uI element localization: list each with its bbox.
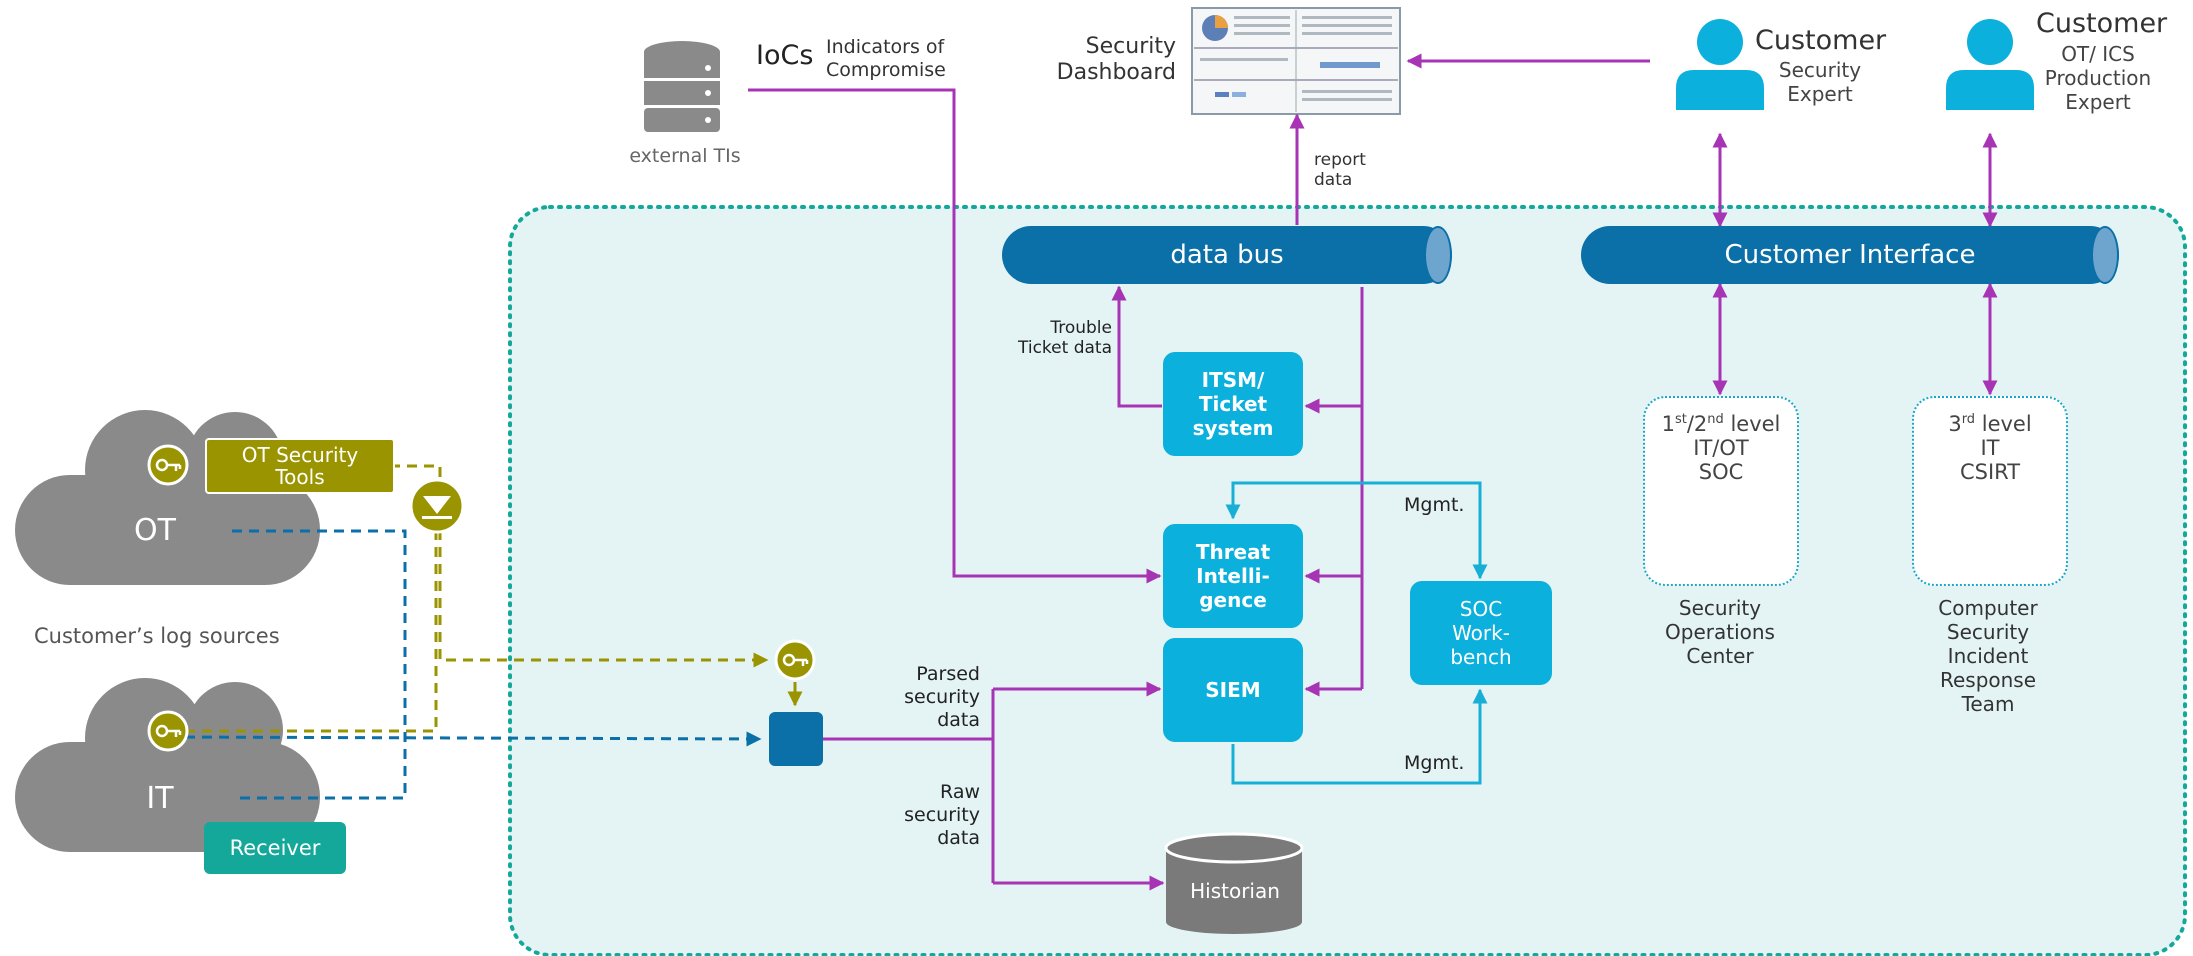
soc-team-line2: IT/OT (1693, 436, 1749, 461)
siem: SIEM (1163, 638, 1303, 742)
database-icon (644, 41, 720, 132)
csirt-team-caption: Computer Security Incident Response Team (1938, 596, 2038, 716)
data-bus-label: data bus (1170, 240, 1284, 270)
csirt-team-line2: IT (1980, 436, 2000, 461)
soc-area (508, 205, 2187, 956)
customer-role: Security Expert (1778, 58, 1862, 106)
parsed-data-label: Parsed security data (904, 663, 980, 732)
mgmt-label-bottom: Mgmt. (1404, 752, 1465, 774)
historian-label: Historian (1190, 879, 1280, 903)
ot-dashed-link (168, 464, 803, 733)
bus-end-cap (1424, 226, 1452, 284)
collector-node (769, 712, 823, 766)
csirt-team-level: 3rd level (1948, 412, 2032, 436)
mgmt-label-top: Mgmt. (1404, 494, 1465, 516)
soc-team-level: 1st/2nd level (1661, 412, 1781, 436)
purple-links (748, 53, 1998, 891)
key-icon (147, 444, 189, 486)
receiver-box: Receiver (204, 822, 346, 874)
soc-team-line3: SOC (1698, 460, 1744, 485)
trouble-ticket-label: Trouble Ticket data (1018, 318, 1112, 359)
cloud-it (15, 678, 320, 852)
it-dashed-link (167, 529, 762, 800)
threat-intelligence: Threat Intelli- gence (1163, 524, 1303, 628)
customer-title: Customer (1755, 25, 1887, 56)
key-icon (774, 639, 816, 681)
ot-cloud-label: OT (134, 513, 176, 548)
report-data-label: report data (1314, 150, 1366, 191)
person-icon (1676, 19, 1764, 110)
customer-interface-bus: Customer Interface (1581, 226, 2119, 284)
cyan-links (1225, 481, 1488, 785)
key-icon (147, 710, 189, 752)
dashboard-thumbnail (1191, 7, 1401, 115)
external-tis-label: external TIs (629, 145, 741, 167)
ot-security-tools: OT Security Tools (205, 438, 395, 494)
dashboard-label: Security Dashboard (1056, 34, 1176, 86)
csirt-team-card: 3rd level IT CSIRT (1912, 396, 2068, 586)
person-icon (1946, 19, 2034, 110)
customer-interface-label: Customer Interface (1724, 240, 1976, 270)
data-diode-icon (409, 478, 465, 534)
csirt-team-labels: 3rd level IT CSIRT (1914, 412, 2066, 484)
it-cloud-label: IT (146, 781, 174, 816)
data-bus: data bus (1002, 226, 1452, 284)
soc-team-labels: 1st/2nd level IT/OT SOC (1645, 412, 1797, 484)
customer-role: OT/ ICS Production Expert (2044, 42, 2152, 114)
cloud-ot (15, 410, 320, 585)
log-sources-caption: Customer’s log sources (34, 624, 280, 648)
soc-team-caption: Security Operations Center (1665, 596, 1775, 668)
itsm-ticket-system: ITSM/ Ticket system (1163, 352, 1303, 456)
historian-cylinder (1164, 832, 1304, 934)
csirt-team-line3: CSIRT (1959, 460, 2021, 485)
iocs-description: Indicators of Compromise (826, 36, 946, 82)
soc-team-card: 1st/2nd level IT/OT SOC (1643, 396, 1799, 586)
soc-workbench: SOC Work- bench (1410, 581, 1552, 685)
raw-data-label: Raw security data (904, 781, 980, 850)
customer-title: Customer (2036, 8, 2168, 39)
iocs-label: IoCs (756, 40, 814, 71)
bus-end-cap (2091, 226, 2119, 284)
